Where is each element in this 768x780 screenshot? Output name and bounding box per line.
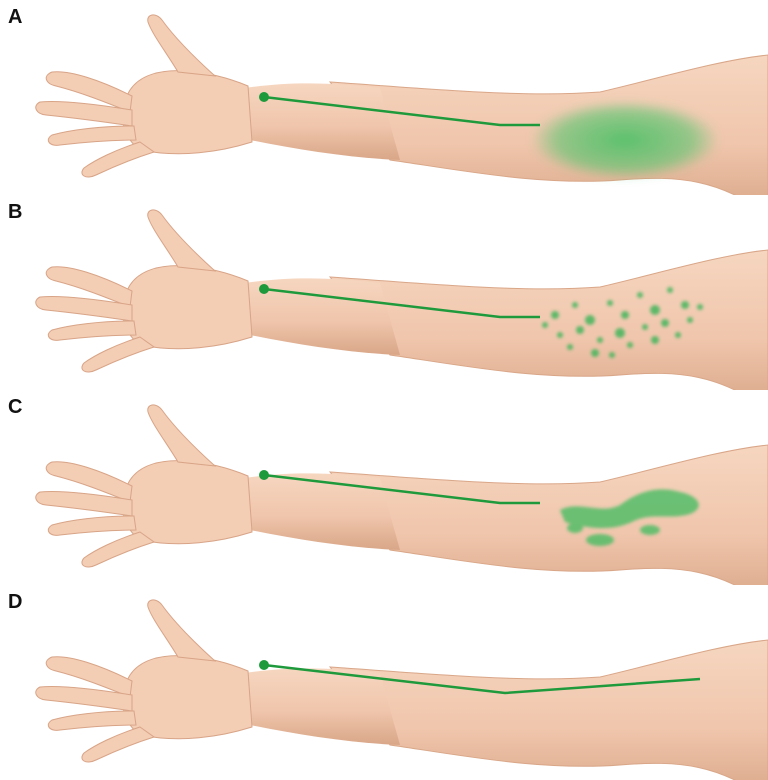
arm-illustration-a — [0, 0, 768, 195]
panel-c: C — [0, 390, 768, 585]
arm-b — [36, 210, 768, 390]
arm-illustration-d — [0, 585, 768, 780]
arm-d — [36, 600, 768, 780]
panel-d: D — [0, 585, 768, 780]
panel-label-b: B — [8, 201, 22, 224]
panel-label-d: D — [8, 591, 22, 614]
arm-illustration-b — [0, 195, 768, 390]
panel-label-c: C — [8, 396, 22, 419]
panel-a: A — [0, 0, 768, 195]
arm-illustration-c — [0, 390, 768, 585]
panel-b: B — [0, 195, 768, 390]
panel-label-a: A — [8, 6, 22, 29]
staining-area-a — [530, 100, 720, 180]
